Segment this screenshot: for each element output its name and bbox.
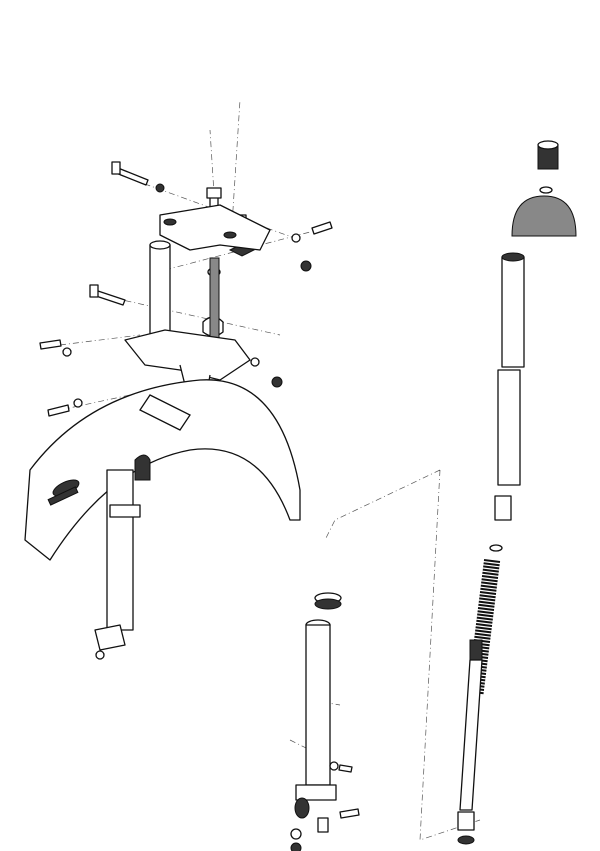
fork-seal (314, 592, 342, 610)
fork-slider (295, 619, 337, 801)
assembled-fork-lower-leg (94, 454, 151, 660)
spacer-tube (497, 252, 525, 486)
spring-seat (489, 495, 512, 552)
lower-clamp-bolts (39, 284, 283, 417)
fork-gaiter-cap (511, 195, 577, 237)
fork-cap-plug (537, 140, 559, 194)
axle-clamp-parts (290, 761, 360, 851)
damper-rod (457, 639, 483, 845)
clamp-bolts (111, 161, 333, 272)
fender-logo (47, 479, 80, 506)
upper-triple-clamp (159, 204, 271, 251)
fork-stanchion-right (209, 257, 220, 339)
fork-stanchion-left (149, 240, 171, 336)
